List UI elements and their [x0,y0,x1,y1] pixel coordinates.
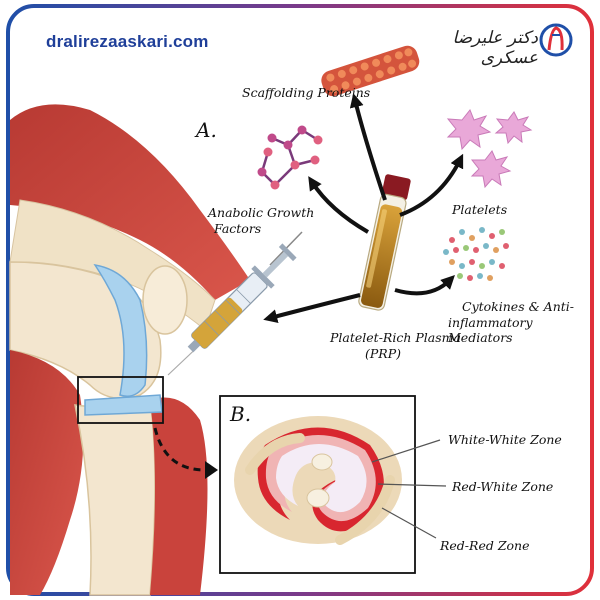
arrow-platelets [399,153,464,217]
tibia-bone [74,399,156,596]
dashed-arrow [153,427,206,472]
persian-name-signature: دکتر علیرضا عسکری [452,28,538,68]
label-red-white-zone: Red-White Zone [452,479,554,494]
growth-factor-molecule-icon [257,125,323,190]
site-url-link[interactable]: dralirezaaskari.com [46,32,209,51]
leader-red-red [381,507,437,539]
label-anabolic-line2: Factors [214,221,262,236]
meniscus-side [84,394,163,416]
panel-b-letter: B. [230,402,252,426]
meniscus-cross-section [234,416,402,545]
scaffolding-protein-icon [321,45,420,97]
cartilage [93,263,148,397]
clinic-logo-icon [539,23,573,57]
prp-tube-icon [358,174,411,311]
label-scaffolding-proteins: Scaffolding Proteins [242,85,371,100]
leader-red-white [377,483,447,487]
label-anabolic-line1: Anabolic Growth [208,205,315,220]
knee-illustration [9,104,250,596]
leader-white-white [371,439,441,463]
cytokines-icon [443,227,509,281]
arrow-scaffolding [349,93,387,201]
label-platelets: Platelets [452,202,508,217]
label-cytokines-line1: Cytokines & Anti- [462,299,575,314]
arrow-to-syringe [263,293,361,324]
arrow-cytokines [394,275,455,296]
platelets-icon [446,109,533,189]
panel-a-letter: A. [196,118,217,142]
frame-border [6,4,594,596]
patella [142,265,188,335]
label-cytokines-line2: inflammatory Mediators [448,315,533,345]
thigh-muscle [10,104,250,300]
label-prp-line2: (PRP) [365,346,401,361]
calf-muscle [10,350,84,595]
label-prp-line1: Platelet-Rich Plasma [330,330,461,345]
label-white-white-zone: White-White Zone [448,432,562,447]
arrow-anabolic [308,176,370,234]
syringe-icon [167,231,303,376]
label-red-red-zone: Red-Red Zone [440,538,530,553]
detail-box [77,376,164,424]
